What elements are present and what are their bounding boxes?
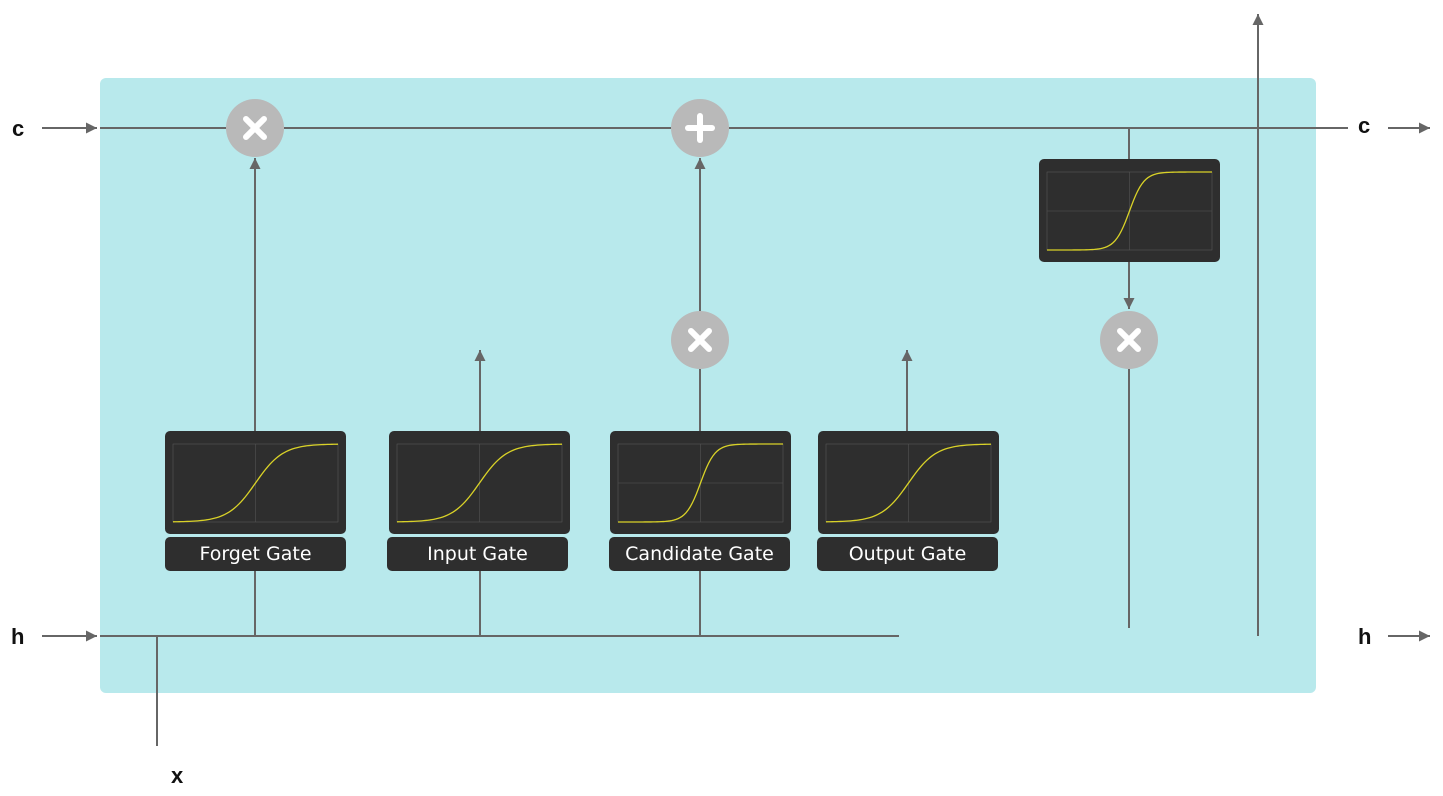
candidate-gate-label-box: Candidate Gate: [609, 537, 790, 571]
times-icon: [1117, 328, 1141, 352]
wires: [42, 14, 1430, 746]
c-output-label: c: [1358, 113, 1370, 138]
forget-gate-label-box: Forget Gate: [165, 537, 346, 571]
operator-output-multiply: [1100, 311, 1158, 369]
operator-input-multiply: [671, 311, 729, 369]
input-gate-label: Input Gate: [427, 543, 528, 565]
activation-curve: [1047, 171, 1212, 251]
plus-icon: [685, 113, 715, 143]
c-input-label: c: [12, 116, 24, 141]
cell-output-tanh-plot: [1039, 159, 1220, 262]
candidate-gate-label: Candidate Gate: [625, 543, 774, 565]
candidate-gate-plot: [610, 431, 791, 534]
times-icon: [243, 116, 267, 140]
operator-cell-add: [671, 99, 729, 157]
forget-gate-plot: [165, 431, 346, 534]
forget-gate-label: Forget Gate: [199, 543, 311, 565]
activation-curve: [396, 443, 563, 523]
h-input-label: h: [11, 624, 24, 649]
input-gate-plot: [389, 431, 570, 534]
operator-forget-multiply: [226, 99, 284, 157]
input-gate-label-box: Input Gate: [387, 537, 568, 571]
h-output-label: h: [1358, 624, 1371, 649]
output-gate-label: Output Gate: [849, 543, 967, 565]
times-icon: [688, 328, 712, 352]
activation-curve: [825, 443, 992, 523]
output-gate-label-box: Output Gate: [817, 537, 998, 571]
x-input-label: x: [171, 763, 184, 788]
activation-curve: [172, 443, 339, 523]
activation-curve: [618, 443, 783, 523]
output-gate-plot: [818, 431, 999, 534]
